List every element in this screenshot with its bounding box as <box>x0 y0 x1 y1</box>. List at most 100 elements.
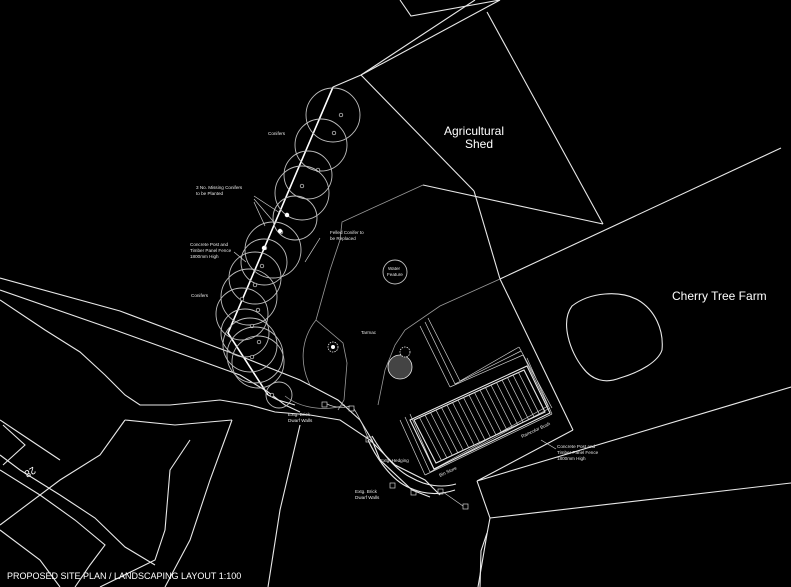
shed-boundary-right <box>486 11 604 225</box>
decking-board <box>485 387 508 431</box>
shrub-left-core <box>331 345 335 349</box>
farm-boundary-b <box>499 278 574 431</box>
agricultural-shed-label-1: Agricultural <box>444 124 504 138</box>
conifer-canopy <box>215 287 269 341</box>
missing-conifers-label-1: 3 No. Missing Conifers <box>196 185 243 190</box>
fence-left-label-2: Timber Panel Fence <box>190 248 232 253</box>
wall-pier-5 <box>462 503 469 510</box>
conifer-canopy <box>294 118 348 172</box>
shrub-right-top-icon <box>399 346 411 358</box>
conifers-bottom-label: Conifers <box>191 293 209 298</box>
plot-line-d <box>267 424 301 587</box>
arrow-fence-left <box>233 251 247 263</box>
top-building-outline <box>399 0 501 17</box>
drive-edge <box>377 278 501 406</box>
decking-board <box>501 379 524 423</box>
felled-conifer-label-1: Felled Conifer to <box>330 230 364 235</box>
farm-boundary-d <box>476 480 491 587</box>
agricultural-shed-label-2: Shed <box>465 137 493 151</box>
arrow-missing-1 <box>253 195 281 214</box>
decking-board <box>468 394 491 438</box>
decking-board <box>474 392 497 436</box>
wall-pier-1 <box>365 436 372 443</box>
arrow-fence-right <box>540 439 557 450</box>
labels: Agricultural Shed Cherry Tree Farm Conif… <box>7 124 767 581</box>
conifer-trunk <box>256 339 262 345</box>
shed-lower-edge <box>422 184 604 225</box>
hedging-outer <box>367 439 456 495</box>
new-conifer-dot <box>284 212 290 218</box>
house-28-edge <box>0 419 61 461</box>
drawing-title: PROPOSED SITE PLAN / LANDSCAPING LAYOUT … <box>7 571 241 581</box>
shed-edge <box>360 0 501 76</box>
hedging <box>321 401 469 510</box>
decking-board <box>496 382 519 425</box>
dwarf-wall-bottom <box>442 491 464 507</box>
wall-pier-6 <box>348 405 355 412</box>
shed-boundary-top <box>332 0 476 88</box>
shrub-right-canopy-icon <box>387 354 413 380</box>
conifer-trunk <box>259 263 265 269</box>
wall-pier-2 <box>389 482 396 489</box>
decking-board <box>490 384 513 428</box>
plot-line-c <box>164 419 233 587</box>
internal-lines <box>284 184 501 411</box>
farm-boundary-e <box>479 532 488 587</box>
conifer-trunk <box>331 130 337 136</box>
conifer-canopy <box>274 165 330 221</box>
house-28-wall-b <box>0 469 106 587</box>
decking-board <box>430 412 453 456</box>
fence-right-label-2: Timber Panel Fence <box>557 450 599 455</box>
conifer-canopy <box>220 268 278 326</box>
conifer-canopy <box>272 195 318 241</box>
conifer-canopy <box>283 150 333 200</box>
boundary-lines <box>332 0 791 587</box>
farm-pond-outline <box>566 293 663 382</box>
decking-board <box>507 377 529 420</box>
road-edge-upper <box>0 277 431 498</box>
tarmac-label: Tarmac <box>361 330 377 335</box>
plot-line-b <box>99 439 191 587</box>
conifers-top-label: Conifers <box>268 131 286 136</box>
house-28-notch <box>2 424 26 466</box>
water-feature-label-1: Water <box>388 266 401 271</box>
farm-boundary-top <box>499 147 782 280</box>
farm-boundary-a <box>473 190 501 280</box>
decking-board <box>441 407 464 451</box>
decking-board <box>424 414 448 459</box>
cherry-tree-farm-label: Cherry Tree Farm <box>672 289 767 303</box>
decking-board <box>463 397 486 441</box>
shrub-right <box>387 346 413 380</box>
missing-conifers-label-2: to be Planted <box>196 191 224 196</box>
wall-pier-7 <box>321 401 328 408</box>
conifer-canopies <box>215 87 361 389</box>
conifer-trunk <box>249 354 255 360</box>
conifer-trunk <box>299 183 305 189</box>
paving-strip-right <box>518 346 553 415</box>
hedging-inner <box>371 435 457 487</box>
conifer-canopy <box>305 87 361 143</box>
dwarf-wall-side <box>353 408 369 439</box>
small-tree-canopy <box>265 381 293 409</box>
new-conifer-dot <box>261 245 267 251</box>
fence-left-label-3: 1800mm High <box>190 254 219 259</box>
house-number-label: 28 <box>22 464 38 479</box>
conifer-canopy <box>222 317 278 373</box>
brick-walls-upper-label-1: Extg. Brick <box>288 412 311 417</box>
house-plot-boundary <box>0 419 126 526</box>
decking-board <box>479 389 502 433</box>
house-28-wall <box>0 454 156 566</box>
fence-right-label-1: Concrete Post and <box>557 444 595 449</box>
bin-store-outer <box>409 365 551 470</box>
decking-lines <box>419 372 540 461</box>
farm-boundary-f <box>489 482 791 519</box>
tarmac-curve <box>302 319 317 386</box>
fence-left-label-1: Concrete Post and <box>190 242 228 247</box>
conifer-trunk <box>338 112 344 118</box>
conifer-canopy <box>244 221 302 279</box>
decking-board <box>435 409 459 453</box>
paving-strip-top <box>449 346 524 388</box>
conifer-trunk <box>239 296 245 302</box>
new-conifer-dot <box>277 228 283 234</box>
